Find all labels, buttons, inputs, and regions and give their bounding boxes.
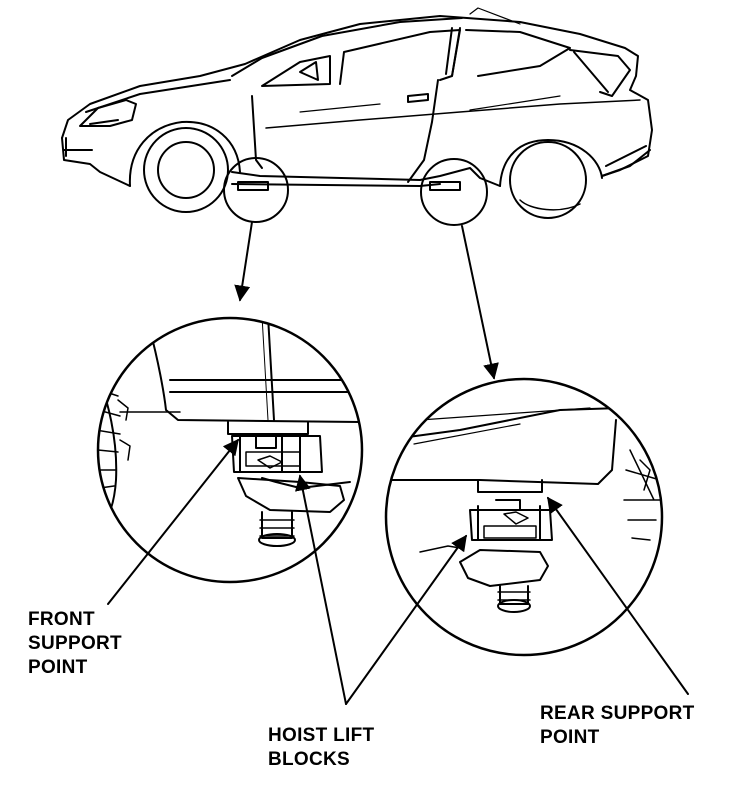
hoist-lift-line-1: HOIST LIFT: [268, 725, 375, 746]
rear-support-line-1: REAR SUPPORT: [540, 703, 695, 724]
rear-detail-view: [384, 377, 664, 657]
front-support-line-2: SUPPORT: [28, 633, 122, 654]
front-support-point-label: FRONT SUPPORT POINT: [28, 608, 122, 680]
hoist-lift-blocks-label: HOIST LIFT BLOCKS: [268, 724, 374, 772]
front-support-line-1: FRONT: [28, 609, 95, 630]
front-leader-arrow: [234, 221, 253, 302]
hoist-lift-line-2: BLOCKS: [268, 749, 351, 770]
rear-support-line-2: POINT: [540, 727, 600, 748]
front-support-leader: [107, 438, 239, 605]
rear-support-leader: [547, 496, 689, 695]
front-support-callout-circle: [223, 157, 289, 223]
front-detail-view: [96, 316, 364, 584]
rear-leader-arrow: [461, 225, 499, 380]
front-support-line-3: POINT: [28, 657, 88, 678]
hoist-block-rear-leader: [345, 534, 467, 705]
car-side-view: [61, 7, 653, 219]
rear-support-callout-circle: [420, 158, 488, 226]
rear-support-point-label: REAR SUPPORT POINT: [540, 702, 695, 750]
hoist-block-front-leader: [295, 474, 347, 705]
